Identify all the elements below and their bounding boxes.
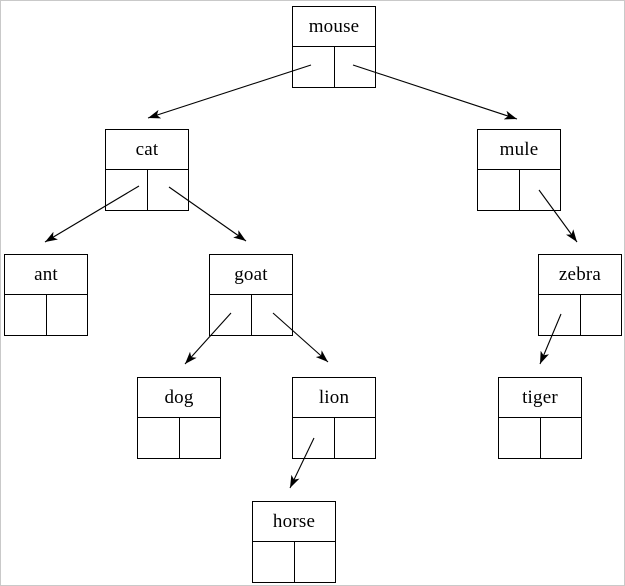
node-pointer-cells [5, 295, 87, 335]
node-pointer-cells [293, 47, 375, 87]
node-left-pointer-cell [293, 418, 335, 458]
node-label: zebra [539, 255, 621, 295]
node-left-pointer-cell [478, 170, 520, 210]
node-left-pointer-cell [293, 47, 335, 87]
node-left-pointer-cell [253, 542, 295, 582]
node-label: cat [106, 130, 188, 170]
tree-node-horse: horse [252, 501, 336, 583]
node-label: lion [293, 378, 375, 418]
node-right-pointer-cell [335, 47, 376, 87]
node-pointer-cells [210, 295, 292, 335]
node-pointer-cells [478, 170, 560, 210]
tree-node-cat: cat [105, 129, 189, 211]
edge-mouse-left-cat [147, 64, 312, 119]
node-label: tiger [499, 378, 581, 418]
node-pointer-cells [253, 542, 335, 582]
tree-node-goat: goat [209, 254, 293, 336]
node-left-pointer-cell [499, 418, 541, 458]
node-left-pointer-cell [539, 295, 581, 335]
node-pointer-cells [106, 170, 188, 210]
node-pointer-cells [138, 418, 220, 458]
tree-node-lion: lion [292, 377, 376, 459]
node-right-pointer-cell [295, 542, 336, 582]
tree-node-tiger: tiger [498, 377, 582, 459]
node-left-pointer-cell [106, 170, 148, 210]
edge-mouse-right-mule [352, 64, 518, 120]
node-right-pointer-cell [335, 418, 376, 458]
node-label: horse [253, 502, 335, 542]
tree-node-ant: ant [4, 254, 88, 336]
node-pointer-cells [499, 418, 581, 458]
node-right-pointer-cell [47, 295, 88, 335]
node-label: mouse [293, 7, 375, 47]
node-label: mule [478, 130, 560, 170]
tree-node-mule: mule [477, 129, 561, 211]
node-right-pointer-cell [520, 170, 561, 210]
tree-node-mouse: mouse [292, 6, 376, 88]
tree-node-dog: dog [137, 377, 221, 459]
tree-node-zebra: zebra [538, 254, 622, 336]
node-left-pointer-cell [138, 418, 180, 458]
node-right-pointer-cell [148, 170, 189, 210]
node-pointer-cells [539, 295, 621, 335]
node-label: ant [5, 255, 87, 295]
node-left-pointer-cell [5, 295, 47, 335]
node-right-pointer-cell [541, 418, 582, 458]
node-right-pointer-cell [581, 295, 622, 335]
node-label: goat [210, 255, 292, 295]
node-pointer-cells [293, 418, 375, 458]
node-left-pointer-cell [210, 295, 252, 335]
node-right-pointer-cell [180, 418, 221, 458]
node-label: dog [138, 378, 220, 418]
node-right-pointer-cell [252, 295, 293, 335]
